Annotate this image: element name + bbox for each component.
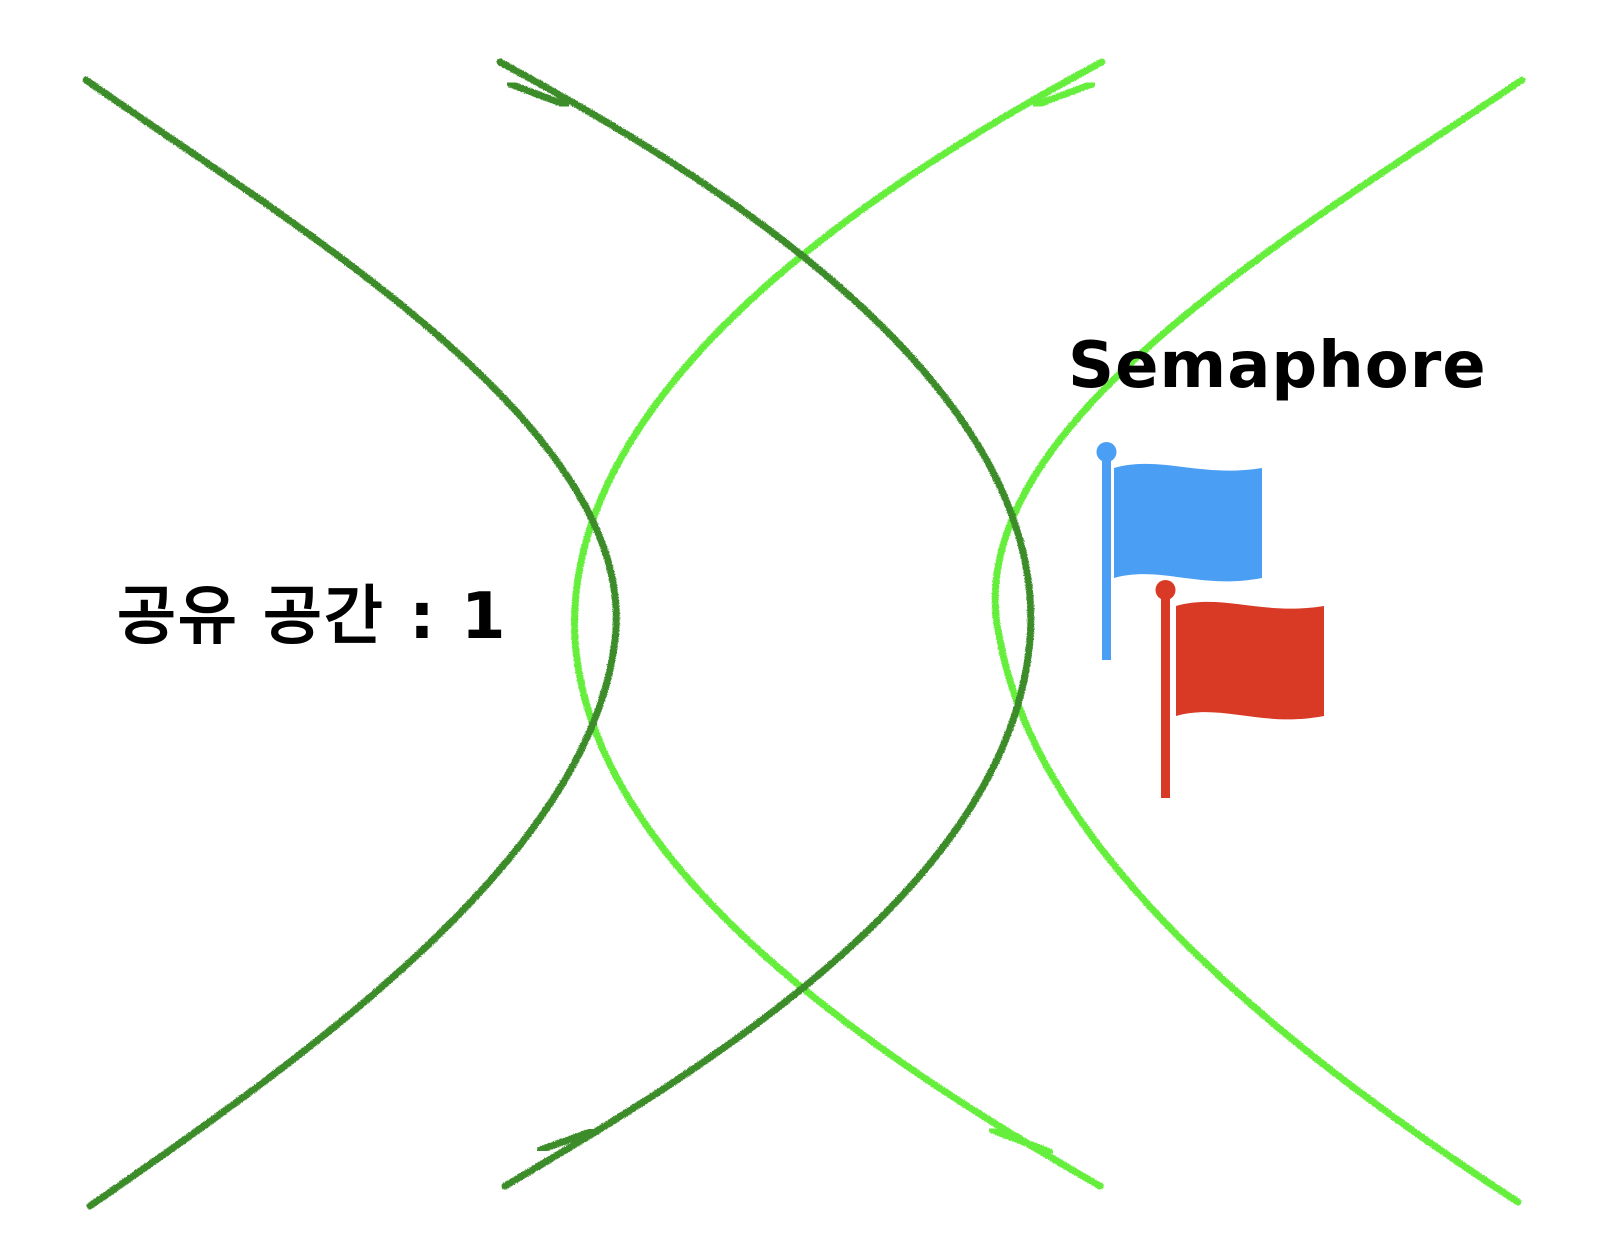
semaphore-title: Semaphore — [1068, 329, 1487, 403]
shared-space-label: 공유 공간 : 1 — [117, 580, 508, 654]
dark-strand-outer-left — [82, 76, 620, 1210]
light-arrowhead-top — [1032, 80, 1096, 109]
red-flag-icon — [1155, 580, 1324, 798]
dark-arrowhead-top — [506, 80, 570, 109]
blue-flag-pole — [1102, 452, 1111, 660]
light-strand-outer-right — [991, 76, 1526, 1206]
dark-strand-inner-right — [496, 58, 1035, 1190]
light-strand-inner-left — [571, 58, 1106, 1190]
red-flag-pole — [1161, 590, 1170, 798]
red-flag-pole-knob — [1155, 580, 1176, 600]
blue-flag-icon — [1096, 442, 1262, 660]
light-arrowhead-bottom — [988, 1126, 1054, 1156]
red-flag-cloth — [1176, 601, 1324, 720]
light-green-structure — [571, 58, 1526, 1206]
blue-flag-cloth — [1114, 463, 1262, 582]
dark-green-structure — [82, 58, 1035, 1210]
blue-flag-pole-knob — [1096, 442, 1117, 462]
dark-arrowhead-bottom — [536, 1126, 600, 1154]
